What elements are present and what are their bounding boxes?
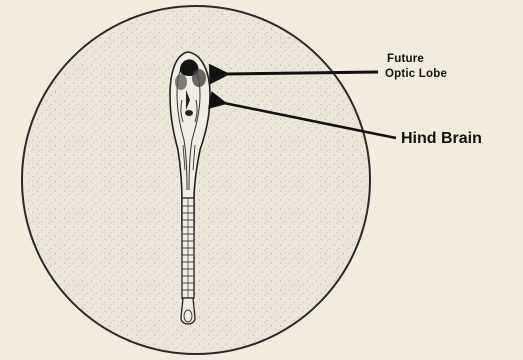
primitive-streak [181,298,195,324]
optic-lobe-left [175,74,187,90]
future-optic-lobe-label-line2: Optic Lobe [385,68,447,80]
optic-lobe-arrow [226,72,378,74]
future-optic-lobe-label-line1: Future [387,53,424,65]
optic-lobe-right [192,69,206,87]
hind-brain-label: Hind Brain [401,130,482,148]
hindbrain-mark [185,110,193,116]
